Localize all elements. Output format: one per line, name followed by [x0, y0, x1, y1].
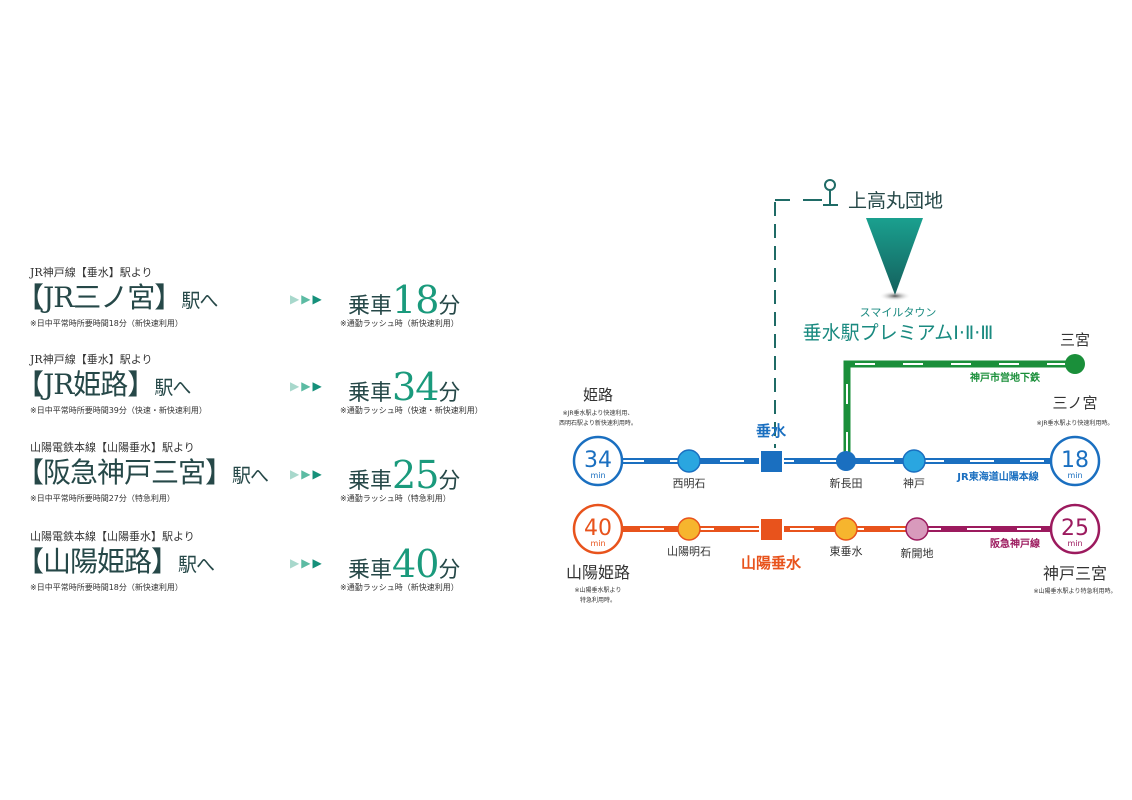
route-origin: JR神戸線【垂水】駅より	[30, 353, 153, 366]
minutes-sanyo-himeji: 40	[584, 516, 612, 541]
terminal-note: 西明石駅より新快速利用時。	[559, 419, 637, 427]
route-note: ※日中平常時所要時間39分（快速・新快速利用）	[30, 406, 207, 415]
destination-name: 【JR姫路】	[16, 368, 155, 401]
station-kobe	[902, 449, 926, 473]
terminal-label-himeji: 姫路	[583, 386, 613, 404]
line-label-jr: JR東海道山陽本線	[956, 470, 1038, 483]
station-tarumi-home	[759, 449, 784, 474]
ride-time: 乗車18分	[348, 278, 461, 322]
terminal-sanyo-himeji	[572, 503, 624, 555]
minutes-himeji: 34	[584, 448, 612, 473]
minutes-kobe-sannomiya: 25	[1061, 516, 1089, 541]
route-note: ※日中平常時所要時間18分（新快速利用）	[30, 583, 183, 592]
ride-time: 乗車34分	[348, 365, 461, 409]
station-shinkaichi	[905, 517, 929, 541]
terminal-label-kobe-sannomiya: 神戸三宮	[1043, 564, 1107, 583]
property-marker-icon	[866, 218, 923, 295]
station-label: 新開地	[901, 546, 934, 560]
line-label-subway: 神戸市営地下鉄	[970, 371, 1040, 384]
arrow-icon: ▶▶▶	[290, 467, 324, 481]
destination-suffix: 駅へ	[154, 377, 191, 399]
terminal-note: ※山陽垂水駅より	[575, 586, 622, 594]
route-sannomiya: JR神戸線【垂水】駅より 【JR三ノ宮】駅へ ※日中平常時所要時間18分（新快速…	[0, 264, 520, 354]
min-label: min	[1067, 471, 1082, 480]
line-label-hankyu: 阪急神戸線	[990, 537, 1040, 550]
home-station-label: 垂水	[756, 422, 787, 440]
arrow-icon: ▶▶▶	[290, 379, 324, 393]
route-hankyu-sannomiya: 山陽電鉄本線【山陽垂水】駅より 【阪急神戸三宮】駅へ ※日中平常時所要時間27分…	[0, 439, 520, 529]
route-himeji: JR神戸線【垂水】駅より 【JR姫路】駅へ ※日中平常時所要時間39分（快速・新…	[0, 351, 520, 441]
route-origin: 山陽電鉄本線【山陽垂水】駅より	[30, 530, 195, 543]
route-destination: 【JR姫路】駅へ	[16, 363, 191, 403]
route-origin: JR神戸線【垂水】駅より	[30, 266, 153, 279]
destination-name: 【JR三ノ宮】	[16, 281, 182, 314]
ride-time: 乗車25分	[348, 453, 461, 497]
route-destination: 【阪急神戸三宮】駅へ	[16, 451, 269, 491]
bus-stop-pin-icon	[823, 179, 838, 206]
destination-name: 【山陽姫路】	[16, 545, 179, 578]
route-sanyo-himeji: 山陽電鉄本線【山陽垂水】駅より 【山陽姫路】駅へ ※日中平常時所要時間18分（新…	[0, 528, 520, 618]
station-sanyo-akashi	[677, 517, 701, 541]
property-name: 垂水駅プレミアムⅠ·Ⅱ·Ⅲ	[803, 322, 994, 344]
station-label: 山陽明石	[667, 545, 711, 558]
subway-line	[843, 360, 1075, 452]
rush-note: ※通勤ラッシュ時（新快速利用）	[340, 319, 459, 328]
station-label: 東垂水	[830, 545, 863, 558]
terminal-label-sanyo-himeji: 山陽姫路	[566, 563, 630, 582]
terminal-note: ※JR垂水駅より快速利用、	[563, 409, 634, 417]
terminal-note: ※山陽垂水駅より特急利用時。	[1034, 587, 1117, 595]
rush-note: ※通勤ラッシュ時（快速・新快速利用）	[340, 406, 483, 415]
arrow-icon: ▶▶▶	[290, 556, 324, 570]
marker-shadow	[879, 291, 911, 301]
bus-route-dashed	[774, 199, 822, 448]
station-sanyo-tarumi-home	[759, 517, 784, 542]
minutes-sannomiya: 18	[1061, 448, 1089, 473]
route-origin: 山陽電鉄本線【山陽垂水】駅より	[30, 441, 195, 454]
destination-name: 【阪急神戸三宮】	[16, 456, 233, 489]
station-higashi-tarumi	[834, 517, 858, 541]
home-station-label: 山陽垂水	[741, 554, 802, 572]
route-destination: 【JR三ノ宮】駅へ	[16, 276, 218, 316]
route-note: ※日中平常時所要時間18分（新快速利用）	[30, 319, 183, 328]
rush-note: ※通勤ラッシュ時（新快速利用）	[340, 583, 459, 592]
min-label: min	[590, 471, 605, 480]
route-destination: 【山陽姫路】駅へ	[16, 540, 215, 580]
station-label: 神戸	[903, 476, 925, 490]
route-note: ※日中平常時所要時間27分（特急利用）	[30, 494, 175, 503]
property-subtitle: スマイルタウン	[860, 306, 937, 319]
rush-note: ※通勤ラッシュ時（特急利用）	[340, 494, 451, 503]
station-label: 西明石	[673, 477, 706, 490]
terminal-label-sannomiya: 三ノ宮	[1052, 394, 1097, 412]
terminal-sannomiya	[1049, 435, 1101, 487]
landmark-label: 上高丸団地	[848, 190, 943, 212]
destination-suffix: 駅へ	[178, 554, 215, 576]
destination-suffix: 駅へ	[181, 290, 218, 312]
station-shin-nagata	[836, 451, 856, 471]
destination-suffix: 駅へ	[232, 465, 269, 487]
station-label: 新長田	[830, 476, 863, 490]
terminal-himeji	[572, 435, 624, 487]
terminal-kobe-sannomiya	[1049, 503, 1101, 555]
min-label: min	[1067, 539, 1082, 548]
ride-time: 乗車40分	[348, 542, 461, 586]
arrow-icon: ▶▶▶	[290, 292, 324, 306]
station-label: 三宮	[1060, 331, 1090, 349]
terminal-note: ※JR垂水駅より快速利用時。	[1037, 419, 1114, 427]
station-sannomiya-subway	[1065, 354, 1085, 374]
terminal-note: 特急利用時。	[580, 596, 616, 604]
station-nishi-akashi	[677, 449, 701, 473]
min-label: min	[590, 539, 605, 548]
